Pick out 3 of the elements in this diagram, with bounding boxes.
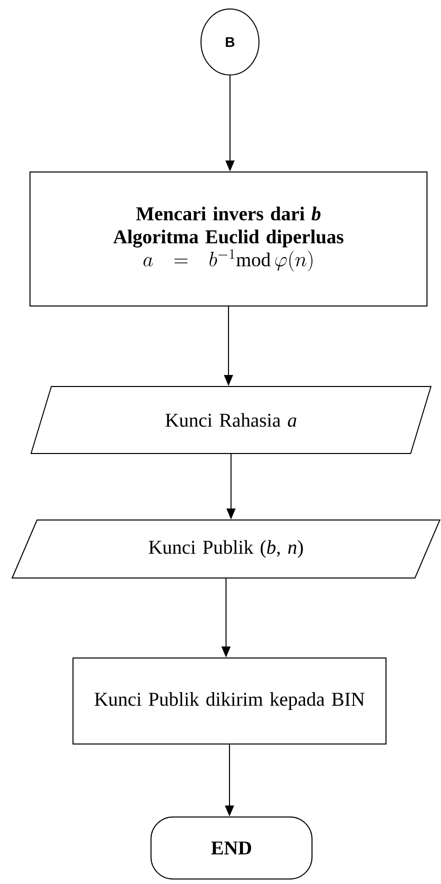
process-box: Kunci Publik dikirim kepada BIN [72,658,386,744]
process-box: Mencari invers dari b Algoritma Euclid diperluas $a = b^{-1}\mathrm{mod}\,\varphi(n)$ [30,172,428,306]
terminator: END [150,816,312,880]
